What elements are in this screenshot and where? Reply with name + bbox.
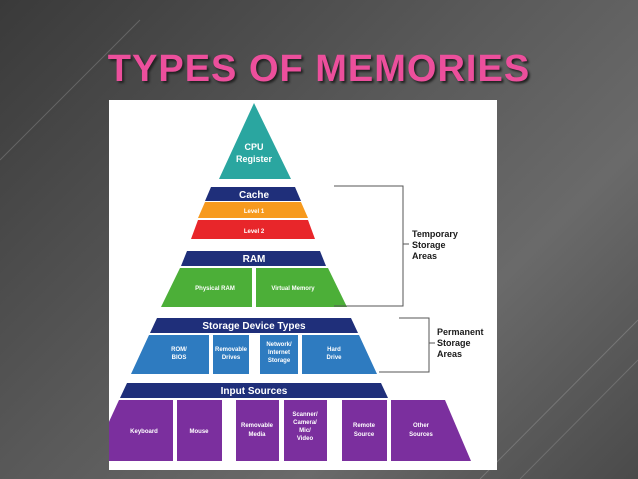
- storage-header-band: [150, 318, 358, 333]
- ram-header-label: RAM: [243, 254, 266, 265]
- remote-source-line1: Remote: [353, 423, 376, 429]
- storage-network-block: [260, 335, 298, 374]
- slide-title: TYPES OF MEMORIES: [107, 48, 531, 90]
- register-label: Register: [236, 154, 273, 164]
- input-keyboard-block: [109, 400, 173, 461]
- keyboard-label: Keyboard: [130, 429, 158, 435]
- permanent-line3: Areas: [437, 349, 462, 359]
- ram-header-band: [181, 251, 326, 266]
- input-other-block: [391, 400, 471, 461]
- mouse-label: Mouse: [189, 429, 209, 435]
- rom-label-line1: ROM/: [171, 347, 187, 353]
- scanner-line1: Scanner/: [292, 412, 318, 418]
- removable-drives-line1: Removable: [215, 347, 248, 353]
- hard-drive-line1: Hard: [327, 347, 341, 353]
- cache-level1-label: Level 1: [244, 209, 265, 215]
- network-line2: Internet: [268, 350, 290, 356]
- remote-source-line2: Source: [354, 432, 375, 438]
- storage-header-label: Storage Device Types: [202, 321, 306, 332]
- ram-virtual-block: [256, 268, 347, 307]
- storage-hard-block: [302, 335, 377, 374]
- memory-pyramid-diagram: CPU Register Cache Level 1 Level 2 RAM P…: [109, 103, 484, 461]
- temporary-line3: Areas: [412, 251, 437, 261]
- input-mouse-block: [177, 400, 222, 461]
- other-sources-line2: Sources: [409, 432, 433, 438]
- ram-physical-block: [161, 268, 252, 307]
- temporary-line2: Storage: [412, 240, 446, 250]
- cache-level2-label: Level 2: [244, 229, 265, 235]
- input-scanner-block: [284, 400, 327, 461]
- cache-level1-band: [198, 202, 308, 218]
- permanent-line1: Permanent: [437, 327, 484, 337]
- scanner-line3: Mic/: [299, 428, 311, 434]
- cache-header-label: Cache: [239, 190, 269, 201]
- input-remote-block: [342, 400, 387, 461]
- input-removable-media-block: [236, 400, 279, 461]
- network-line3: Storage: [268, 358, 291, 364]
- diagram-panel: CPU Register Cache Level 1 Level 2 RAM P…: [109, 100, 497, 470]
- network-line1: Network/: [266, 342, 292, 348]
- ram-virtual-label: Virtual Memory: [271, 286, 315, 292]
- permanent-line2: Storage: [437, 338, 471, 348]
- removable-drives-line2: Drives: [222, 355, 241, 361]
- input-header-label: Input Sources: [221, 386, 288, 397]
- rom-label-line2: BIOS: [172, 355, 187, 361]
- permanent-bracket: [379, 317, 430, 373]
- input-header-band: [120, 383, 388, 398]
- ram-physical-label: Physical RAM: [195, 286, 235, 292]
- temporary-line1: Temporary: [412, 229, 458, 239]
- storage-rom-block: [131, 335, 209, 374]
- cache-level2-band: [191, 220, 315, 239]
- removable-media-line1: Removable: [241, 423, 274, 429]
- cpu-register-block: [219, 103, 291, 179]
- cache-header-band: [205, 187, 301, 201]
- scanner-line4: Video: [297, 436, 314, 442]
- other-sources-line1: Other: [413, 423, 430, 429]
- cpu-label: CPU: [244, 142, 263, 152]
- scanner-line2: Camera/: [293, 420, 317, 426]
- temporary-bracket: [334, 185, 404, 307]
- storage-removable-block: [213, 335, 249, 374]
- hard-drive-line2: Drive: [326, 355, 342, 361]
- removable-media-line2: Media: [248, 432, 266, 438]
